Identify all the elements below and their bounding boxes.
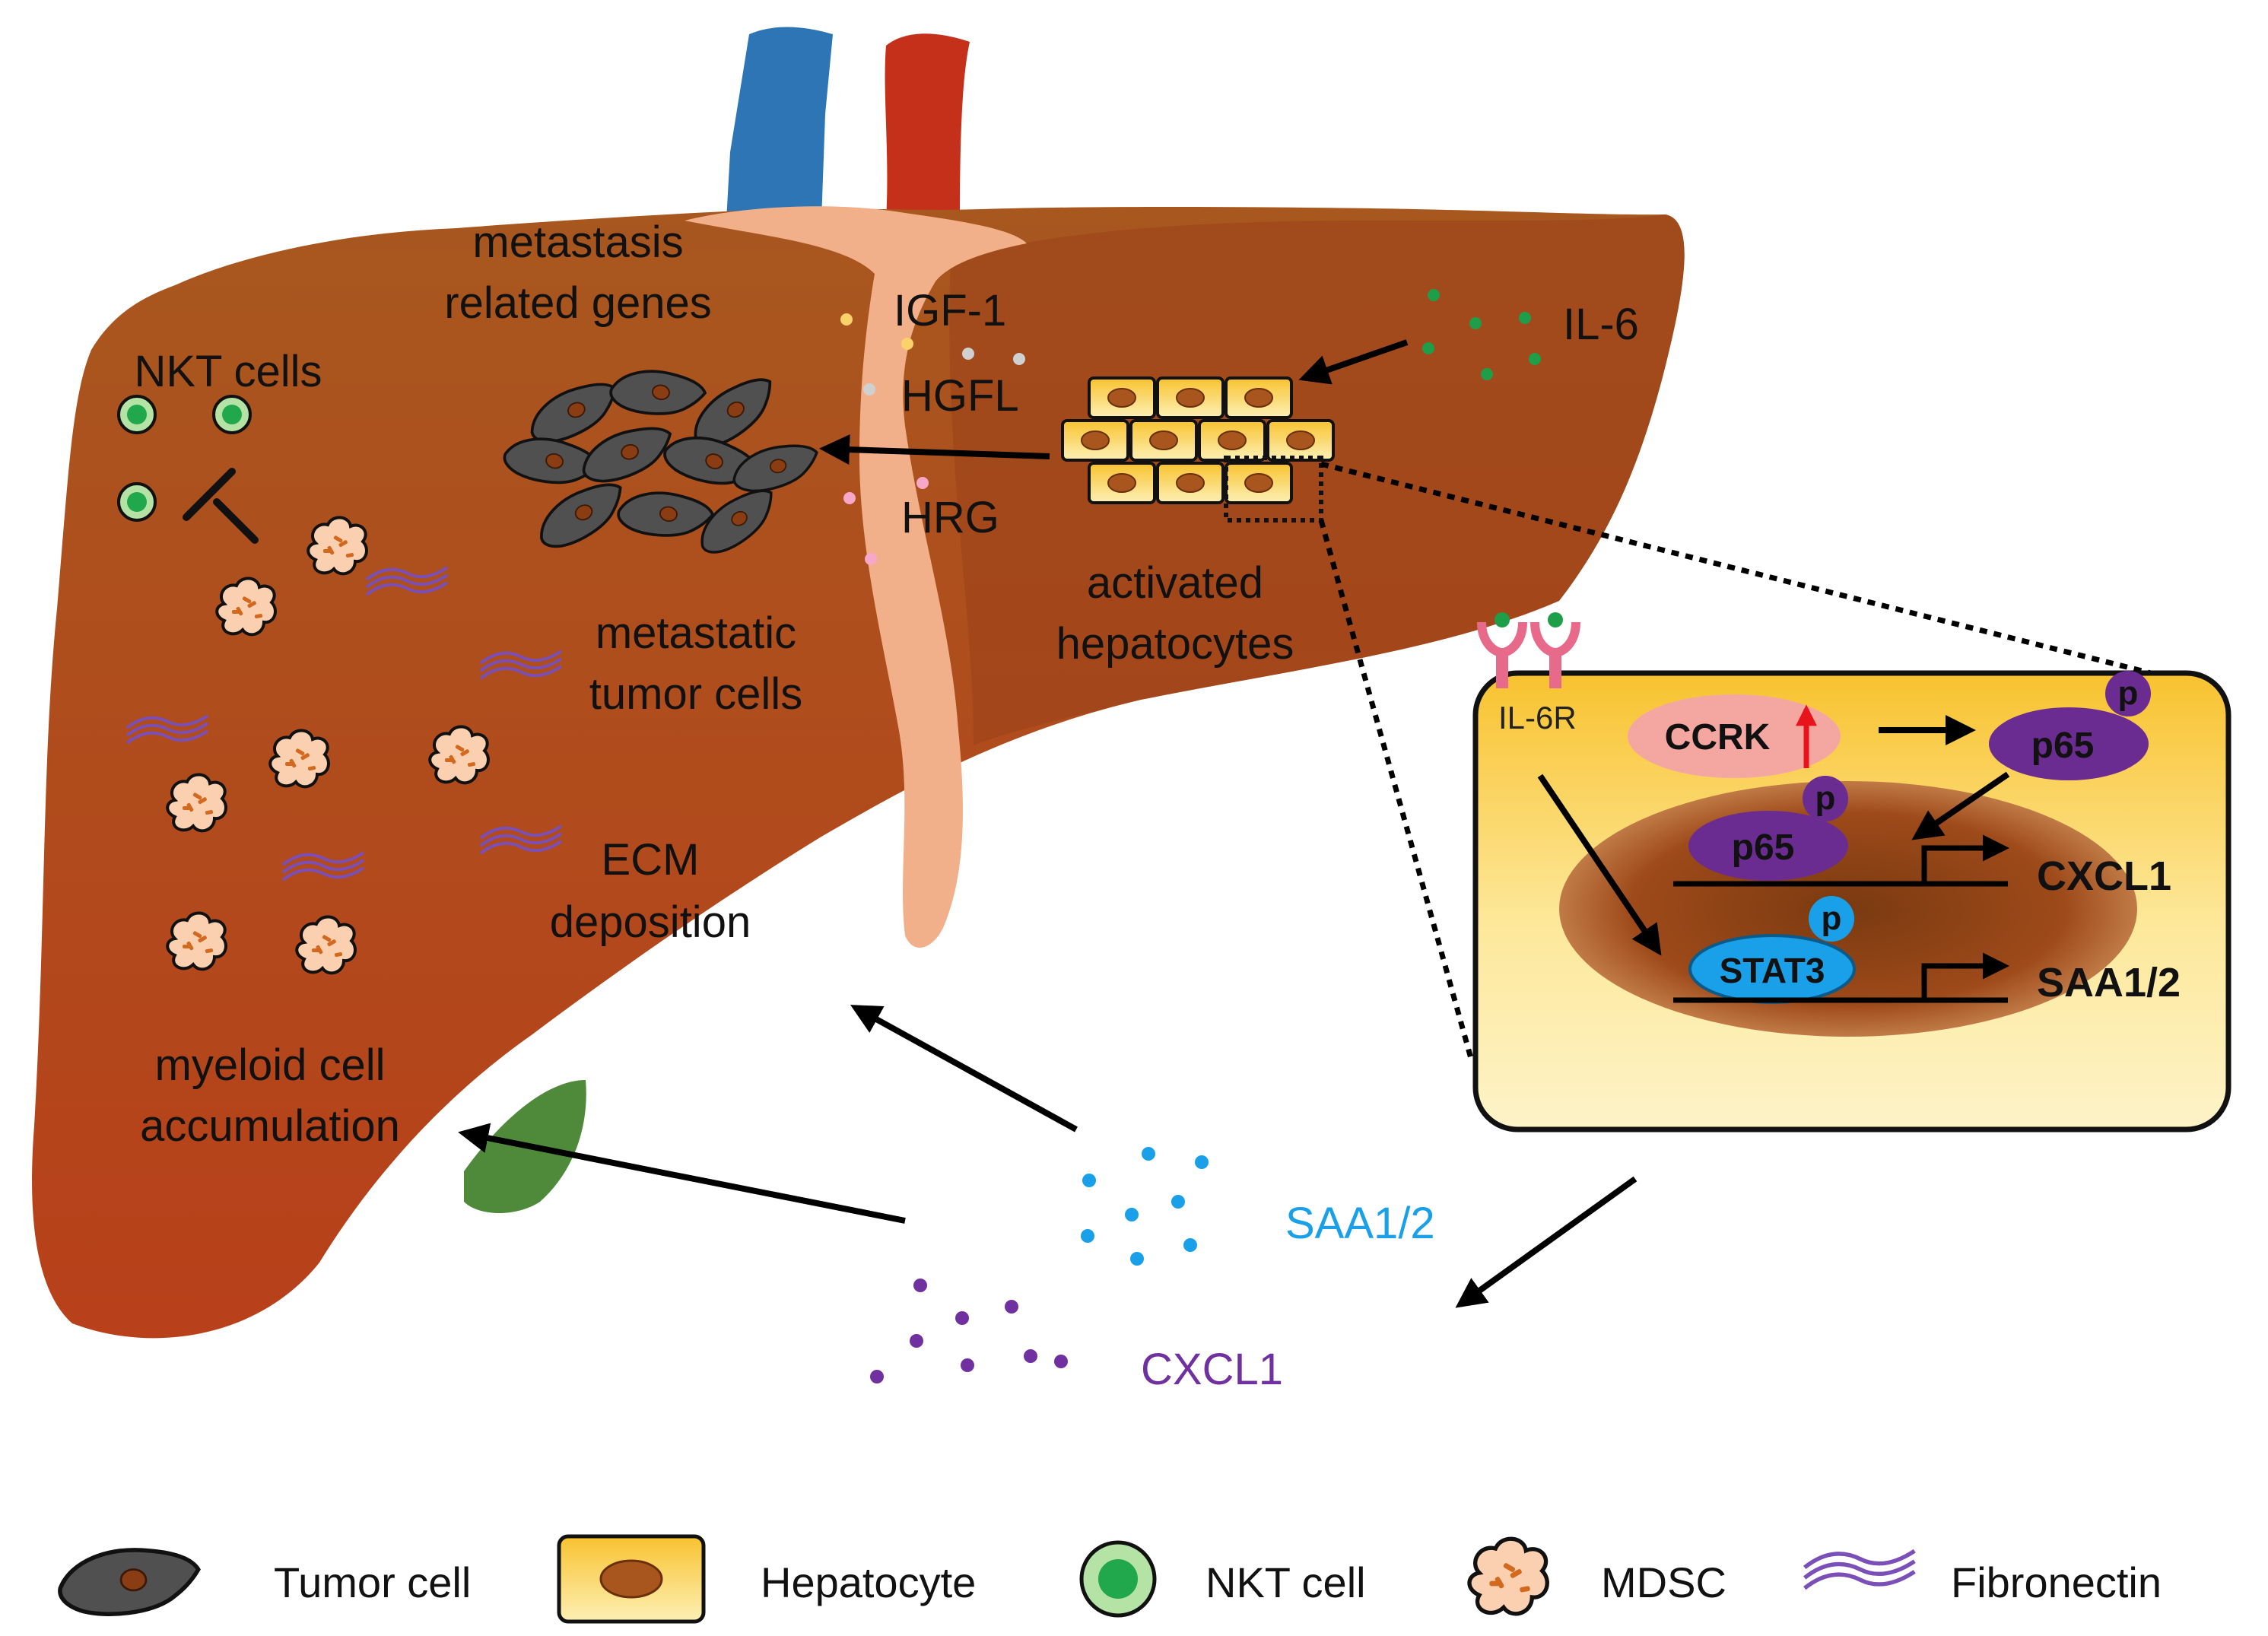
label-myeloid-1: myeloid cell <box>155 1040 386 1090</box>
label-p65-cyto: p65 <box>2031 726 2095 766</box>
label-nkt-cells: NKT cells <box>134 347 322 396</box>
phospho-p65-cyto <box>2105 671 2151 716</box>
label-ecm-1: ECM <box>602 835 700 885</box>
label-phospho-2: p <box>1815 780 1836 817</box>
arrow-secretion <box>1455 1176 1637 1308</box>
legend: Tumor cell Hepatocyte NKT cell MDSC Fibr… <box>60 1534 2162 1624</box>
label-p65-nuc: p65 <box>1732 828 1795 868</box>
label-il6r: IL-6R <box>1498 700 1577 735</box>
hepatocyte-cluster <box>1061 376 1335 523</box>
p65-cytoplasm <box>1989 707 2149 780</box>
growth-factor-dots <box>840 313 1025 565</box>
p65-nuclear <box>1688 811 1848 881</box>
cxcl1-dots <box>870 1279 1068 1383</box>
promoter-saa <box>1921 952 2009 1000</box>
artery <box>885 33 970 221</box>
label-activated-2: hepatocytes <box>1056 619 1294 669</box>
phospho-p65-nuc <box>1803 776 1848 821</box>
label-ecm-2: deposition <box>550 897 751 947</box>
label-cxcl1-secreted: CXCL1 <box>1141 1345 1283 1394</box>
ccrk-protein <box>1628 694 1841 778</box>
arrow-hepatocytes-to-tumor <box>819 434 1050 465</box>
phospho-stat3 <box>1809 896 1854 942</box>
saa-dots <box>1081 1147 1209 1266</box>
inhibition-symbol <box>183 468 259 544</box>
nkt-cell <box>117 482 157 522</box>
label-igf1: IGF-1 <box>894 286 1006 335</box>
il6r-receptors <box>1477 612 1580 688</box>
label-activated-1: activated <box>1087 558 1263 608</box>
label-il6: IL-6 <box>1563 300 1639 349</box>
il6-dots <box>1422 289 1541 380</box>
legend-nkt-label: NKT cell <box>1205 1558 1366 1606</box>
arrow-saa-to-liver <box>850 1005 1078 1132</box>
label-gene-cxcl1: CXCL1 <box>2037 853 2171 899</box>
label-metastatic-1: metastatic <box>596 608 796 658</box>
label-stat3: STAT3 <box>1720 951 1825 990</box>
label-hgfl: HGFL <box>901 371 1019 421</box>
legend-hepatocyte-icon <box>557 1534 706 1624</box>
arrow-p65-into-nucleus <box>1911 771 2010 840</box>
legend-tumor-cell-label: Tumor cell <box>274 1558 471 1606</box>
vein <box>726 27 833 221</box>
label-saa-secreted: SAA1/2 <box>1285 1199 1435 1248</box>
label-phospho-1: p <box>2118 675 2139 712</box>
arrow-il6r-to-stat3 <box>1537 774 1662 956</box>
arrow-il6-to-hepatocytes <box>1298 339 1409 385</box>
label-myeloid-2: accumulation <box>140 1101 400 1151</box>
nkt-cell <box>212 395 252 434</box>
legend-mdsc-label: MDSC <box>1601 1558 1726 1606</box>
legend-hepatocyte-label: Hepatocyte <box>761 1558 976 1606</box>
promoter-cxcl1 <box>1921 834 2009 884</box>
legend-tumor-cell-icon <box>60 1550 199 1614</box>
arrow-cxcl1-to-myeloid <box>458 1123 906 1224</box>
legend-fibronectin-icon <box>1805 1551 1915 1588</box>
zoom-line-bottom <box>1318 519 1475 1062</box>
legend-nkt-icon <box>1079 1540 1157 1618</box>
label-metastasis-genes-2: related genes <box>444 278 711 328</box>
label-ccrk: CCRK <box>1665 717 1771 758</box>
label-metastatic-2: tumor cells <box>589 669 802 719</box>
nkt-cell <box>117 395 157 434</box>
ligament <box>685 206 1027 948</box>
label-hrg: HRG <box>901 493 999 542</box>
label-gene-saa: SAA1/2 <box>2037 960 2181 1005</box>
legend-fibronectin-label: Fibronectin <box>1951 1558 2162 1606</box>
label-phospho-3: p <box>1822 900 1842 937</box>
legend-mdsc-icon <box>1469 1539 1547 1614</box>
label-metastasis-genes-1: metastasis <box>472 218 683 267</box>
